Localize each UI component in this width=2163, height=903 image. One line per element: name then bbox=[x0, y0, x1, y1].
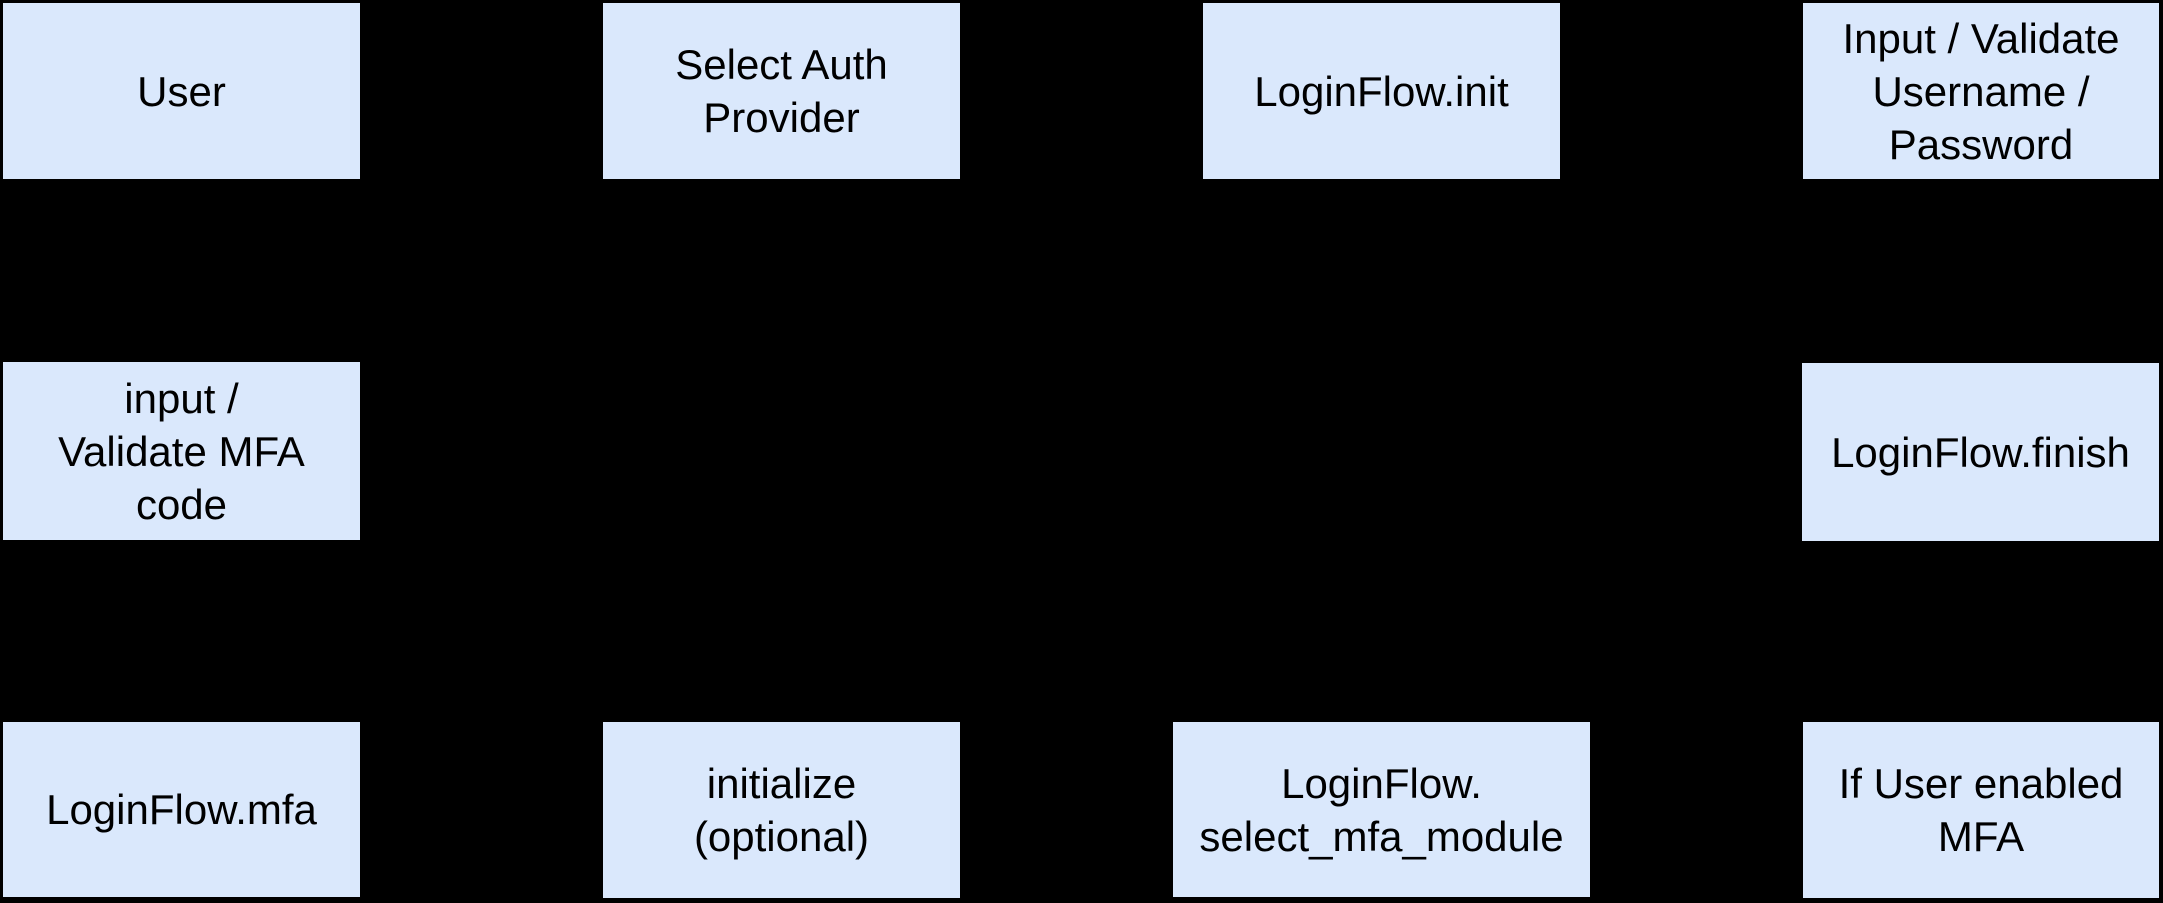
flow-node-loginflow-init: LoginFlow.init bbox=[1203, 3, 1560, 179]
flow-node-initialize-optional: initialize (optional) bbox=[603, 722, 960, 898]
flow-node-loginflow-mfa: LoginFlow.mfa bbox=[3, 722, 360, 897]
flow-node-select-auth-provider: Select Auth Provider bbox=[603, 3, 960, 179]
flow-node-loginflow-select-mfa-module: LoginFlow. select_mfa_module bbox=[1173, 722, 1590, 897]
node-label: LoginFlow.finish bbox=[1831, 428, 2130, 476]
flow-node-user: User bbox=[3, 3, 360, 179]
node-label: LoginFlow.mfa bbox=[46, 786, 317, 833]
node-label: LoginFlow. select_mfa_module bbox=[1199, 759, 1564, 860]
node-label: Input / Validate Username / Password bbox=[1842, 14, 2120, 168]
flow-node-loginflow-finish: LoginFlow.finish bbox=[1802, 363, 2159, 541]
node-label: If User enabled MFA bbox=[1838, 760, 2124, 860]
node-label: User bbox=[137, 67, 226, 115]
flow-node-input-validate-username-password: Input / Validate Username / Password bbox=[1803, 3, 2159, 179]
node-label: input / Validate MFA code bbox=[58, 374, 305, 528]
flow-node-input-validate-mfa-code: input / Validate MFA code bbox=[3, 362, 360, 540]
node-label: Select Auth Provider bbox=[675, 41, 888, 141]
node-label: initialize (optional) bbox=[693, 760, 870, 860]
node-label: LoginFlow.init bbox=[1254, 67, 1509, 115]
flow-node-if-user-enabled-mfa: If User enabled MFA bbox=[1803, 722, 2159, 898]
